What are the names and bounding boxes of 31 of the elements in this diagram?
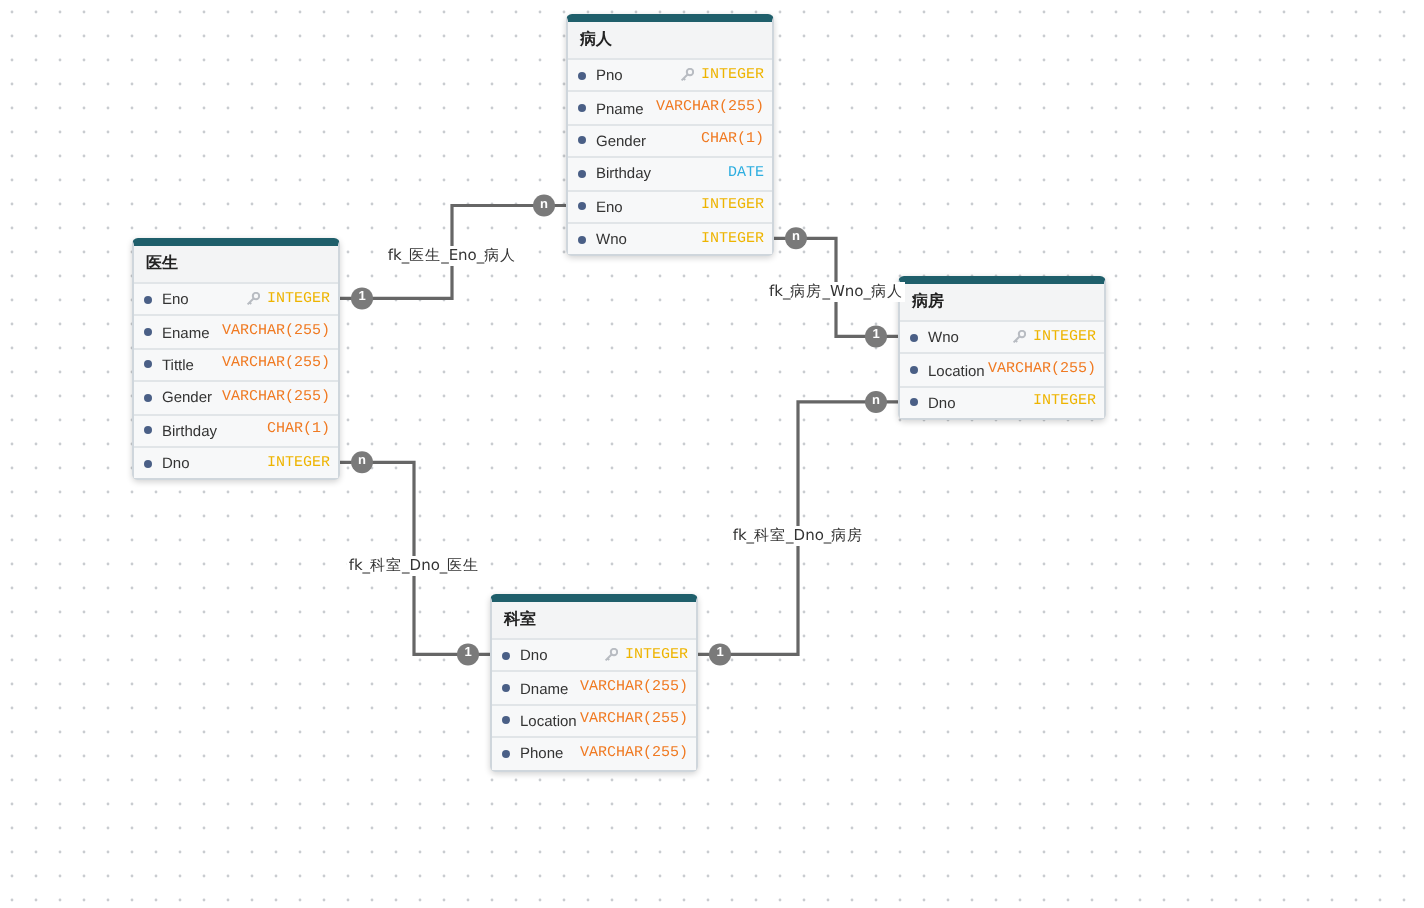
column-row — [568, 90, 772, 124]
relationship-line — [338, 194, 568, 310]
column-row — [134, 282, 338, 315]
column-row — [900, 385, 1104, 419]
column-row — [492, 703, 696, 737]
column-row — [492, 670, 696, 704]
column-row — [134, 314, 338, 348]
entity-table — [490, 594, 698, 772]
column-row — [568, 123, 772, 157]
table-title: 医生 — [134, 246, 338, 282]
entity-table — [898, 276, 1106, 421]
column-row — [134, 347, 338, 381]
column-row — [568, 189, 772, 222]
column-row — [900, 352, 1104, 386]
column-row — [568, 156, 772, 190]
relationship-line — [772, 227, 900, 348]
column-row — [134, 380, 338, 414]
entity-table — [566, 14, 774, 257]
column-row — [568, 221, 772, 255]
column-row — [568, 58, 772, 91]
column-row — [492, 736, 696, 770]
column-row — [134, 413, 338, 446]
table-title: 科室 — [492, 602, 696, 638]
relationship-line — [338, 451, 492, 666]
column-row — [134, 445, 338, 479]
column-row — [492, 638, 696, 671]
table-title: 病房 — [900, 284, 1104, 320]
relationship-line — [696, 390, 900, 666]
table-title: 病人 — [568, 22, 772, 58]
column-row — [900, 320, 1104, 353]
entity-table — [132, 238, 340, 481]
